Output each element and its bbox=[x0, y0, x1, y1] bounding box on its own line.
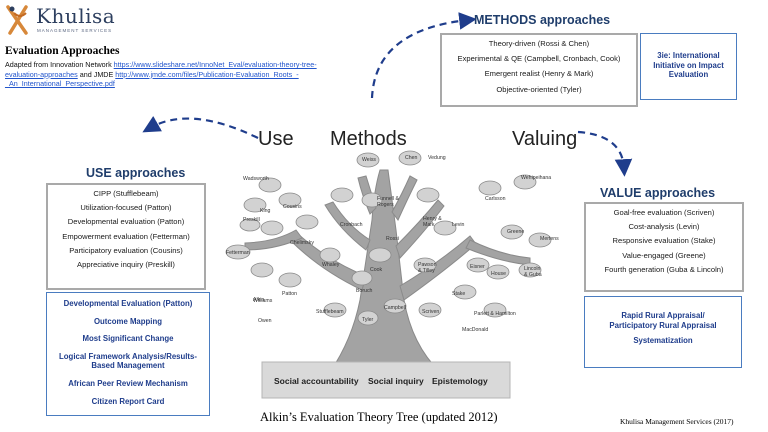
leaf-label: Alkin bbox=[253, 297, 265, 303]
value-item: Goal-free evaluation (Scriven) bbox=[613, 208, 715, 217]
arrow-to-use bbox=[142, 115, 259, 139]
use-approaches-box: CIPP (Stufflebeam) Utilization-focused (… bbox=[46, 183, 206, 290]
leaf-label: Carlsson bbox=[485, 196, 506, 202]
leaf-label: Wehipeihana bbox=[521, 175, 552, 181]
use-item: Utilization-focused (Patton) bbox=[80, 203, 172, 213]
source-link-innonet[interactable]: https://www.slideshare.net/InnoNet_Eval/… bbox=[5, 60, 317, 79]
logo-subtitle: MANAGEMENT SERVICES bbox=[37, 28, 113, 33]
use-box-title: USE approaches bbox=[86, 166, 186, 180]
leaf-label: Cronbach bbox=[340, 222, 363, 228]
use-blue-item: Outcome Mapping bbox=[93, 316, 162, 326]
source-link-jmde[interactable]: http://www.jmde.com/files/Publication-Ev… bbox=[5, 69, 299, 89]
leaf-label: Chelimsky bbox=[290, 240, 314, 246]
diagram-caption: Alkin’s Evaluation Theory Tree (updated … bbox=[260, 410, 498, 424]
leaf-label: Owen bbox=[258, 318, 272, 324]
leaf-label: Williams bbox=[253, 298, 273, 304]
leaf-label: Fetterman bbox=[226, 250, 250, 256]
leaf-label: Campbell bbox=[384, 305, 406, 311]
tree-ground bbox=[261, 361, 511, 399]
leaf-label: Weiss bbox=[362, 157, 377, 163]
leaf-label: Patton bbox=[282, 291, 297, 297]
value-item: Cost-analysis (Levin) bbox=[628, 222, 700, 232]
leaf-label: Stufflebeam bbox=[316, 309, 344, 315]
use-item: Participatory evaluation (Cousins) bbox=[69, 245, 183, 255]
leaf-label: Preskill bbox=[243, 217, 260, 223]
logo-mark-icon bbox=[6, 5, 28, 35]
value-blue-item: Rapid Rural Appraisal/ Participatory Rur… bbox=[609, 311, 717, 330]
leaf-label: Wadsworth bbox=[243, 176, 269, 182]
logo-wordmark: Khulisa bbox=[36, 4, 116, 28]
branch-label-valuing: Valuing bbox=[512, 128, 578, 150]
ie-line: Evaluation bbox=[668, 70, 709, 80]
value-box-title: VALUE approaches bbox=[600, 186, 716, 200]
leaf-label: Chen bbox=[405, 155, 418, 161]
value-item: Value-engaged (Greene) bbox=[622, 250, 706, 260]
credit-line: Khulisa Management Services (2017) bbox=[620, 417, 734, 426]
methods-item: Objective-oriented (Tyler) bbox=[496, 84, 582, 94]
methods-box-title: METHODS approaches bbox=[474, 13, 611, 27]
value-item: Fourth generation (Guba & Lincoln) bbox=[604, 264, 724, 274]
branch-label-use: Use bbox=[258, 128, 294, 150]
use-blue-item: Logical Framework Analysis/Results-Based… bbox=[59, 351, 197, 371]
branch-label-methods: Methods bbox=[330, 128, 407, 150]
value-blue-box: Rapid Rural Appraisal/ Participatory Rur… bbox=[584, 296, 742, 368]
use-item: CIPP (Stufflebeam) bbox=[93, 189, 159, 198]
leaf-label: Whaley bbox=[322, 262, 340, 268]
use-blue-item: Citizen Report Card bbox=[91, 396, 165, 406]
leaf-label: House bbox=[491, 271, 506, 277]
leaf-label: Pawson & Tilley bbox=[418, 262, 437, 274]
leaf-label: Cook bbox=[370, 267, 383, 273]
use-item: Empowerment evaluation (Fetterman) bbox=[62, 231, 190, 241]
leaf-label: Mertens bbox=[540, 236, 559, 242]
leaf-label: Lincoln & Guba bbox=[524, 266, 542, 278]
ie-line: 3ie: International bbox=[657, 51, 720, 60]
leaf-label: Eisner bbox=[470, 264, 485, 270]
root-label-social-accountability: Social accountability bbox=[274, 376, 359, 386]
methods-approaches-box: Theory-driven (Rossi & Chen) Experimenta… bbox=[440, 33, 638, 107]
use-item: Appreciative inquiry (Preskill) bbox=[77, 260, 175, 270]
source-prefix: Adapted from Innovation Network bbox=[5, 60, 114, 69]
value-approaches-box: Goal-free evaluation (Scriven) Cost-anal… bbox=[584, 202, 744, 292]
methods-item: Experimental & QE (Campbell, Cronbach, C… bbox=[457, 54, 621, 64]
use-blue-item: Developmental Evaluation (Patton) bbox=[63, 299, 193, 308]
value-blue-item: Systematization bbox=[633, 336, 693, 346]
tree-leaves bbox=[225, 150, 552, 326]
leaf-label: Boruch bbox=[356, 288, 373, 294]
methods-item: Theory-driven (Rossi & Chen) bbox=[488, 39, 590, 48]
page-title: Evaluation Approaches bbox=[5, 45, 120, 57]
leaf-label: King bbox=[260, 208, 271, 214]
leaf-label: Vedung bbox=[428, 155, 446, 161]
arrow-to-methods bbox=[370, 12, 477, 99]
use-item: Developmental evaluation (Patton) bbox=[67, 217, 185, 227]
root-label-social-inquiry: Social inquiry bbox=[368, 376, 424, 386]
methods-item: Emergent realist (Henry & Mark) bbox=[484, 69, 594, 79]
leaf-label: Greene bbox=[507, 229, 525, 235]
leaf-label: Cousins bbox=[283, 204, 302, 210]
ie-line: Initiative on Impact bbox=[653, 60, 724, 70]
use-blue-item: Most Significant Change bbox=[82, 334, 174, 344]
source-citation: Adapted from Innovation Network https://… bbox=[5, 60, 350, 89]
leaf-label: MacDonald bbox=[462, 327, 489, 333]
leaf-label: Stake bbox=[452, 291, 466, 297]
leaf-label: Parlett & Hamilton bbox=[474, 311, 516, 317]
leaf-label: Henry & Mark bbox=[423, 216, 442, 228]
leaf-label: Scriven bbox=[422, 309, 440, 315]
root-label-epistemology: Epistemology bbox=[432, 376, 488, 386]
use-blue-box: Developmental Evaluation (Patton) Outcom… bbox=[46, 292, 210, 416]
source-mid: and JMDE bbox=[77, 69, 116, 79]
leaf-label: Tyler bbox=[362, 317, 374, 323]
ie-box: 3ie: International Initiative on Impact … bbox=[640, 33, 737, 100]
leaf-label: Funnell & Rogers bbox=[377, 196, 399, 208]
leaf-label: Rossi bbox=[386, 236, 399, 242]
value-item: Responsive evaluation (Stake) bbox=[612, 236, 716, 246]
leaf-label: Levin bbox=[452, 222, 465, 228]
use-blue-item: African Peer Review Mechanism bbox=[68, 378, 188, 388]
